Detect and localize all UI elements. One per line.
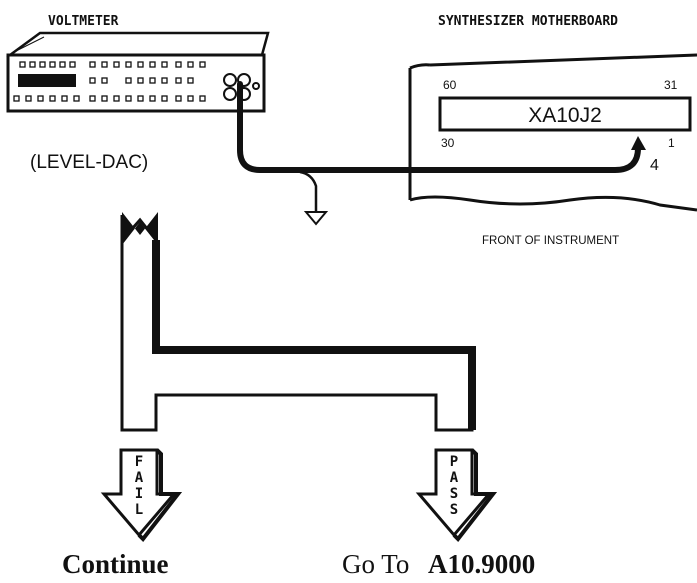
probe-pin-label: 4 [650, 157, 659, 174]
front-of-instrument-label: FRONT OF INSTRUMENT [482, 235, 619, 247]
pass-action-prefix: Go To [342, 549, 409, 579]
voltmeter-title: VOLTMETER [48, 14, 119, 29]
voltmeter-input-jacks [223, 73, 260, 101]
motherboard-title: SYNTHESIZER MOTHERBOARD [438, 14, 618, 29]
flow-entry-icon [122, 212, 158, 245]
pass-letter-2: A [450, 470, 459, 486]
pass-arrow: P A S S [415, 448, 498, 543]
fail-action-text: Continue [62, 549, 169, 579]
fail-letter-4: L [135, 502, 143, 518]
connector-xa10j2 [438, 96, 692, 132]
voltmeter-buttons [13, 61, 206, 102]
fail-letter-3: I [135, 486, 143, 502]
voltmeter-display [18, 74, 76, 87]
pin-31-label: 31 [664, 78, 678, 92]
ground-symbol-icon [303, 211, 329, 226]
fail-letter-2: A [135, 470, 144, 486]
decision-flow-pipe [120, 212, 476, 432]
motherboard-outline [408, 53, 697, 212]
fail-arrow: F A I L [100, 448, 183, 543]
ground-lead [299, 170, 318, 212]
probe-tip-icon [631, 136, 646, 150]
pin-60-label: 60 [443, 78, 457, 92]
voltmeter-mode-label: (LEVEL-DAC) [30, 152, 148, 173]
fail-letter-1: F [135, 454, 143, 470]
voltmeter-instrument [6, 31, 270, 113]
pass-letter-4: S [450, 502, 458, 518]
probe-cable [237, 81, 641, 173]
pass-letter-1: P [450, 454, 458, 470]
pin-1-label: 1 [668, 136, 675, 150]
pass-action-target: A10.9000 [428, 549, 535, 579]
pin-30-label: 30 [441, 136, 455, 150]
pass-letter-3: S [450, 486, 458, 502]
connector-label: XA10J2 [528, 104, 602, 127]
